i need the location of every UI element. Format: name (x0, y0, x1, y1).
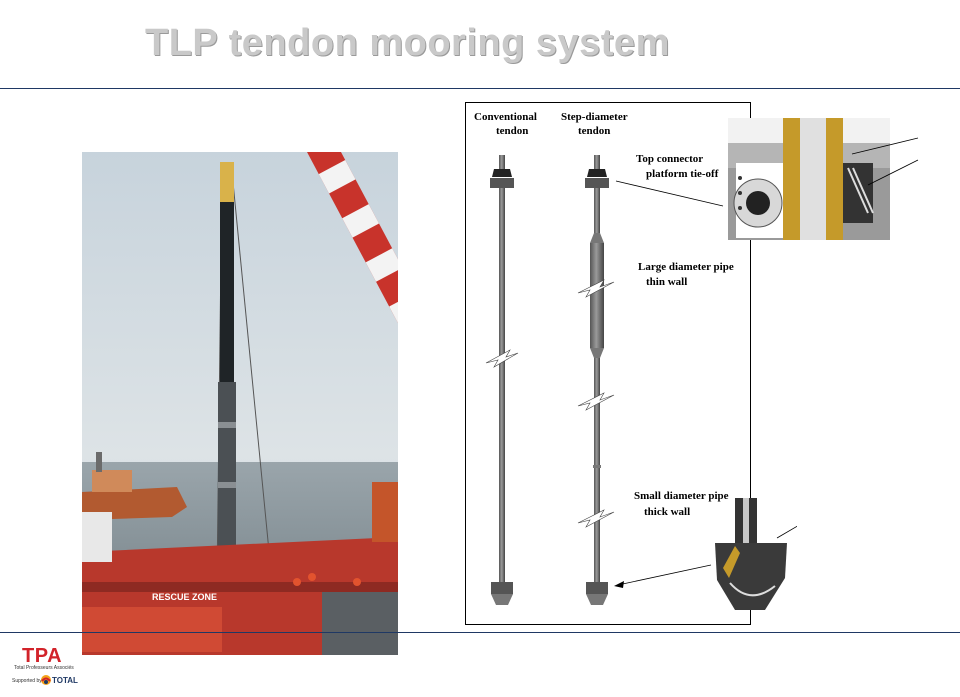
conventional-tendon (485, 155, 519, 605)
top-connector-detail (728, 118, 890, 240)
slide-title: TLP tendon mooring system (145, 22, 670, 64)
label-large-pipe-line2: thin wall (646, 276, 688, 288)
tpa-logo-text: TPA (22, 645, 63, 667)
label-small-pipe-line2: thick wall (644, 506, 691, 518)
label-conventional-line1: Conventional (474, 111, 537, 123)
tendon-installation-photo: RESCUE ZONE (82, 152, 398, 655)
hull-text: RESCUE ZONE (152, 592, 217, 602)
tendon-diagram: Conventional tendon Step-diameter tendon… (465, 102, 751, 625)
supported-by-text: Supported by (12, 678, 42, 684)
label-conventional-line2: tendon (496, 125, 529, 137)
bottom-connector-detail (715, 498, 797, 610)
bottom-divider (0, 632, 960, 633)
label-large-pipe-line1: Large diameter pipe (638, 261, 734, 273)
total-logo-icon (41, 675, 51, 685)
label-step-line1: Step-diameter (561, 111, 628, 123)
label-step-line2: tendon (578, 125, 611, 137)
label-small-pipe-line1: Small diameter pipe (634, 490, 729, 502)
tendon-drawing (485, 155, 724, 605)
label-top-connector-line1: Top connector (636, 153, 704, 165)
label-top-connector-line2: platform tie-off (646, 168, 719, 180)
tpa-logo-subtitle: Total Professeurs Associés (14, 665, 74, 671)
step-diameter-tendon (577, 155, 615, 605)
total-brand-text: TOTAL (52, 676, 78, 685)
top-connector-pointer (851, 137, 919, 186)
top-divider (0, 88, 960, 89)
